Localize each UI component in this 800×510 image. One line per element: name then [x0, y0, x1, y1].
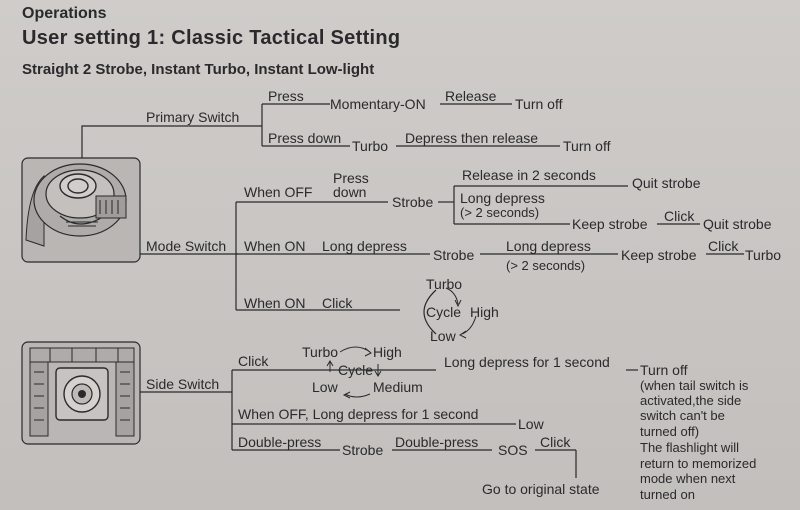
cycle-low-label: Low [430, 328, 456, 344]
side-switch-icon [21, 341, 141, 445]
strobe-label-1: Strobe [392, 194, 434, 210]
gt-2s-label-2: (> 2 seconds) [506, 258, 586, 273]
momentary-on-label: Momentary-ON [330, 96, 426, 112]
click-label-2: Click [708, 238, 739, 254]
click-label-1: Click [664, 208, 695, 224]
note-line-3: switch can't be [640, 408, 725, 423]
when-on-label-2: When ON [244, 295, 306, 311]
keep-strobe-label-2: Keep strobe [621, 247, 697, 263]
gt-2s-label-1: (> 2 seconds) [460, 205, 540, 220]
long-depress-label-2: Long depress [322, 238, 407, 254]
click-label-3: Click [322, 295, 353, 311]
note-line-5: The flashlight will [640, 440, 739, 455]
turbo-label-1: Turbo [352, 138, 389, 154]
click-label-4: Click [540, 434, 571, 450]
quit-strobe-label-1: Quit strobe [632, 175, 701, 191]
low-label: Low [518, 416, 544, 432]
turn-off-label-3: Turn off [640, 362, 688, 378]
long-depress-label-3: Long depress [506, 238, 591, 254]
when-on-label-1: When ON [244, 238, 306, 254]
cycle-turbo-label: Turbo [426, 276, 463, 292]
note-line-7: mode when next [640, 471, 736, 486]
press-label: Press [268, 88, 304, 104]
strobe-label-3: Strobe [342, 442, 384, 458]
go-original-label: Go to original state [482, 481, 600, 497]
turn-off-label-2: Turn off [563, 138, 611, 154]
page-subtitle: Straight 2 Strobe, Instant Turbo, Instan… [22, 61, 375, 78]
press-down-label-b: down [333, 184, 367, 200]
note-line-2: activated,the side [640, 393, 742, 408]
section-heading: Operations [22, 5, 107, 22]
press-down-label-a: Press [333, 170, 369, 186]
side-click-label: Click [238, 353, 269, 369]
cycle-high-label: High [470, 304, 499, 320]
turbo-label-2: Turbo [745, 247, 782, 263]
side-cycle-label: Cycle [338, 362, 374, 378]
sos-label: SOS [498, 442, 528, 458]
depress-release-label: Depress then release [405, 130, 539, 146]
page-title: User setting 1: Classic Tactical Setting [22, 27, 401, 49]
release-2s-label: Release in 2 seconds [462, 167, 596, 183]
long-depress-label-1: Long depress [460, 190, 545, 206]
press-down-label: Press down [268, 130, 342, 146]
note-line-4: turned off) [640, 424, 700, 439]
strobe-label-2: Strobe [433, 247, 475, 263]
tail-switch-icon [21, 157, 141, 263]
double-press-label-1: Double-press [238, 434, 322, 450]
cycle-label: Cycle [426, 304, 462, 320]
keep-strobe-label-1: Keep strobe [572, 216, 648, 232]
side-switch-label: Side Switch [146, 376, 220, 392]
turn-off-label-1: Turn off [515, 96, 563, 112]
quit-strobe-label-2: Quit strobe [703, 216, 772, 232]
mode-switch-label: Mode Switch [146, 238, 227, 254]
long-1s-label: Long depress for 1 second [444, 354, 610, 370]
side-cycle-high: High [373, 344, 402, 360]
side-cycle-turbo: Turbo [302, 344, 339, 360]
when-off-label: When OFF [244, 184, 313, 200]
side-cycle-medium: Medium [373, 379, 423, 395]
primary-switch-label: Primary Switch [146, 109, 240, 125]
note-line-6: return to memorized [640, 456, 757, 471]
when-off-long-label: When OFF, Long depress for 1 second [238, 406, 479, 422]
release-label: Release [445, 88, 497, 104]
note-line-8: turned on [640, 487, 695, 502]
double-press-label-2: Double-press [395, 434, 479, 450]
side-cycle-low: Low [312, 379, 338, 395]
note-line-1: (when tail switch is [640, 378, 749, 393]
